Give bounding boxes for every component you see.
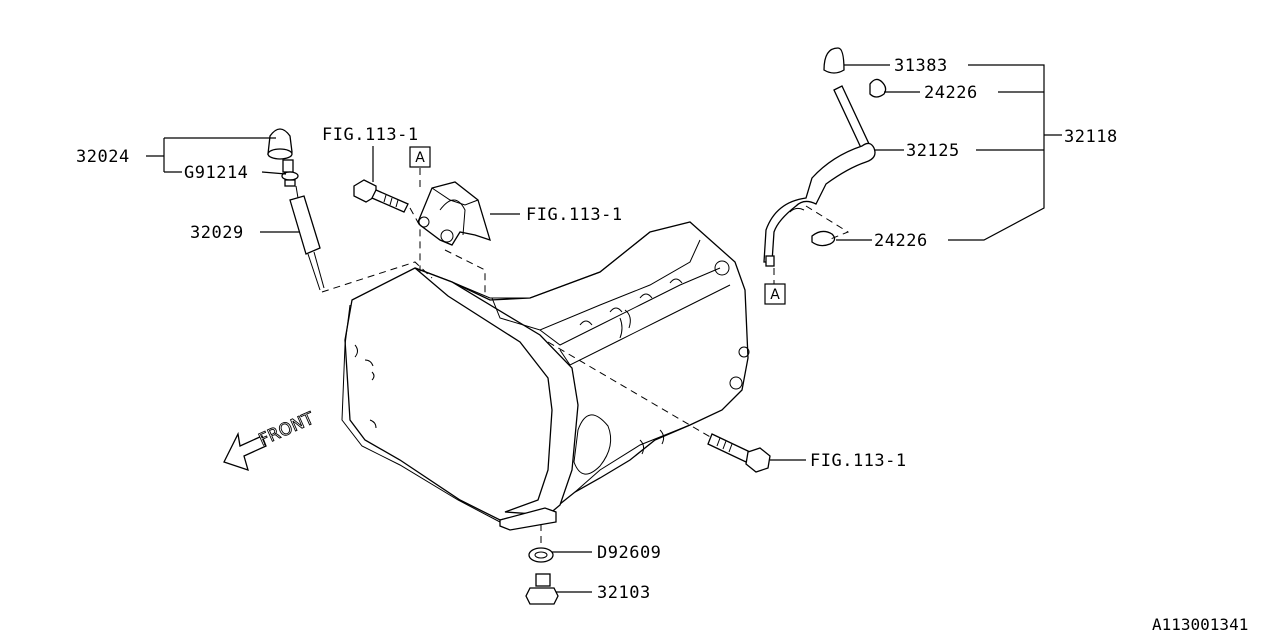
label-d92609: D92609	[597, 543, 661, 563]
label-32118: 32118	[1064, 127, 1118, 147]
bolt-top	[353, 179, 409, 213]
label-fig-bolt-top: FIG.113-1	[322, 125, 419, 145]
drain-plug	[525, 547, 559, 605]
label-24226-lower: 24226	[874, 231, 928, 251]
label-g91214: G91214	[184, 163, 248, 183]
ref-marker-top: A	[409, 146, 431, 168]
diagram-code: A113001341	[1152, 615, 1248, 634]
front-label: FRONT	[256, 408, 318, 450]
front-arrow: FRONT	[223, 408, 318, 472]
label-32125: 32125	[906, 141, 960, 161]
label-24226-upper: 24226	[924, 83, 978, 103]
dipstick-assembly	[267, 128, 325, 291]
breather-assembly	[763, 47, 887, 284]
leader-lines	[146, 64, 1062, 593]
label-32024: 32024	[76, 147, 130, 167]
label-31383: 31383	[894, 56, 948, 76]
label-32103: 32103	[597, 583, 651, 603]
ref-marker-right: A	[764, 283, 786, 305]
svg-text:A: A	[770, 287, 780, 303]
bolt-right	[707, 433, 771, 473]
bracket-assembly	[417, 181, 491, 246]
label-32029: 32029	[190, 223, 244, 243]
svg-text:A: A	[415, 150, 425, 166]
transmission-case	[341, 221, 750, 531]
label-fig-bolt-right: FIG.113-1	[810, 451, 907, 471]
label-fig-bracket: FIG.113-1	[526, 205, 623, 225]
